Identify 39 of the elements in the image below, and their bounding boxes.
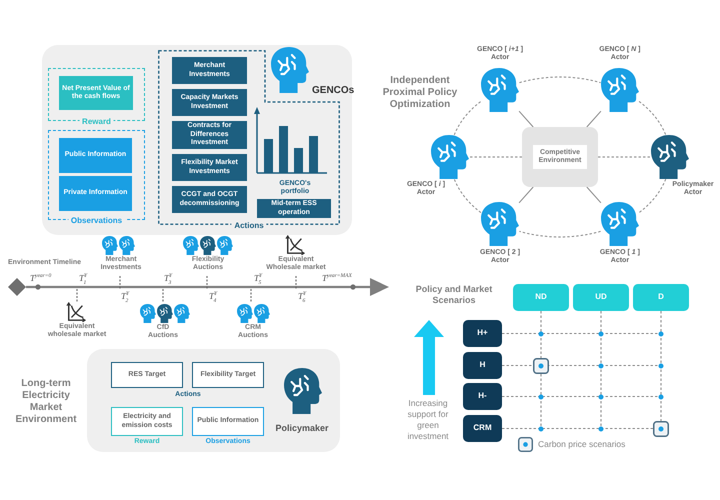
heading: Long-term Electricity Market Environment bbox=[14, 378, 78, 426]
heading: Independent Proximal Policy Optimization bbox=[382, 75, 458, 111]
panel-title: Policymaker bbox=[274, 422, 330, 434]
heading: Policy and Market Scenarios bbox=[414, 284, 494, 306]
environment-box bbox=[522, 127, 598, 187]
row-header: CRM bbox=[463, 415, 502, 442]
row-header: H- bbox=[463, 383, 502, 410]
connector-line bbox=[586, 110, 602, 128]
connector-line bbox=[638, 178, 666, 214]
group-title: Reward bbox=[79, 116, 114, 127]
connector-line bbox=[454, 100, 482, 136]
connector-line bbox=[454, 178, 482, 214]
connector-line bbox=[518, 110, 534, 128]
column-header: D bbox=[633, 284, 689, 311]
row-header: H bbox=[463, 352, 502, 379]
connector-line bbox=[518, 186, 534, 204]
group-title: Observations bbox=[68, 215, 126, 226]
note-text: Increasing support for green investment bbox=[406, 398, 450, 442]
row-header: H+ bbox=[463, 320, 502, 347]
head-icon bbox=[600, 202, 639, 246]
time-symbol: T$^{year=0}$ bbox=[30, 272, 52, 284]
head-icon bbox=[481, 202, 520, 246]
connector-line bbox=[586, 186, 602, 204]
head-icon bbox=[481, 68, 520, 112]
policymaker-panel bbox=[87, 349, 340, 452]
connector-line bbox=[518, 230, 602, 238]
head-icon bbox=[651, 135, 689, 179]
column-header: ND bbox=[513, 284, 569, 311]
connector-line bbox=[598, 156, 652, 158]
connector-line bbox=[518, 76, 602, 84]
column-header: UD bbox=[573, 284, 629, 311]
head-icon bbox=[431, 135, 469, 179]
gencos-panel bbox=[42, 45, 352, 235]
connector-line bbox=[468, 156, 522, 158]
group-title: Actions bbox=[231, 220, 267, 231]
legend-text: Carbon price scenarios bbox=[538, 439, 626, 450]
head-icon bbox=[600, 68, 639, 112]
time-symbol: T$^{year=MAX}$ bbox=[322, 272, 353, 284]
connector-line bbox=[638, 100, 666, 136]
